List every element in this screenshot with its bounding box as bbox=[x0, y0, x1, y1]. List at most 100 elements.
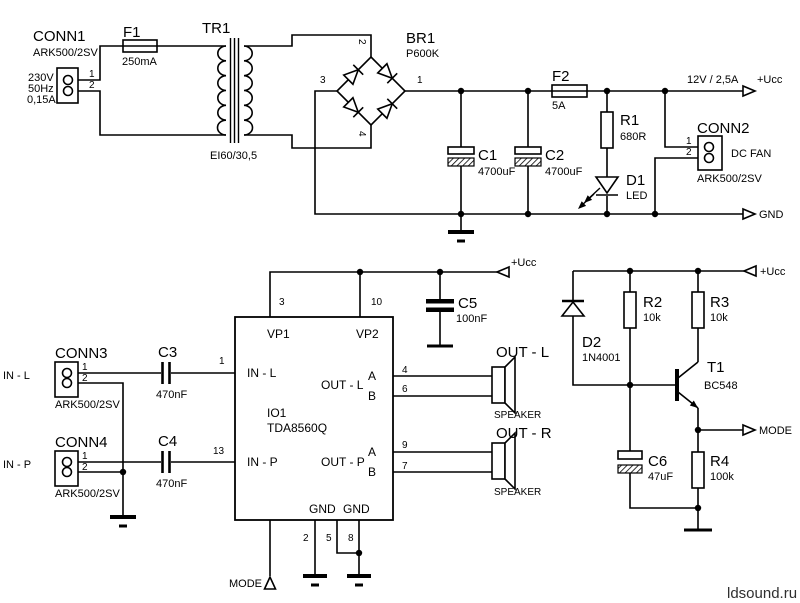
diode-icon bbox=[342, 96, 364, 118]
junction-dots bbox=[119, 87, 702, 557]
wire-conn1-pin2 bbox=[78, 90, 226, 136]
conn2-note-label: DC FAN bbox=[731, 148, 771, 160]
io1-outl-a-label: A bbox=[368, 369, 376, 383]
br1-body bbox=[335, 55, 407, 127]
io1-pin13-label: 13 bbox=[213, 446, 225, 457]
conn3-pin2-label: 2 bbox=[82, 373, 88, 384]
c4-value-label: 470nF bbox=[156, 478, 187, 490]
resistor-r2 bbox=[623, 291, 637, 329]
conn2-ref-label: CONN2 bbox=[697, 120, 750, 137]
conn3-terminal-1 bbox=[61, 367, 73, 379]
gnd-label: GND bbox=[759, 209, 784, 221]
t1-value-label: BC548 bbox=[704, 380, 738, 392]
capacitor-c6 bbox=[617, 450, 643, 474]
conn1-body bbox=[56, 67, 79, 104]
conn2-terminal-1 bbox=[703, 141, 715, 153]
conn3-ref-label: CONN3 bbox=[55, 345, 108, 362]
ground-icon bbox=[110, 515, 136, 528]
in-l-label: IN - L bbox=[3, 370, 30, 382]
io1-gnd-label: GND bbox=[343, 502, 370, 516]
diode-icon bbox=[376, 98, 398, 120]
labels: CONN1 ARK500/2SV 230V 50Hz 0,15A 1 2 F1 … bbox=[3, 20, 797, 602]
io1-part-label: TDA8560Q bbox=[267, 421, 327, 435]
c2-ref-label: C2 bbox=[545, 147, 564, 164]
tr1-core bbox=[229, 38, 240, 143]
conn3-pin1-label: 1 bbox=[82, 362, 88, 373]
io1-ref-label: IO1 bbox=[267, 406, 287, 420]
c3-value-label: 470nF bbox=[156, 389, 187, 401]
c2-plate-neg bbox=[514, 157, 542, 167]
rail-spec-label: 12V / 2,5A bbox=[687, 74, 739, 86]
br1-ref-label: BR1 bbox=[406, 30, 435, 47]
io1-inl-label: IN - L bbox=[247, 366, 277, 380]
connector-conn4 bbox=[54, 450, 79, 487]
diode-icon bbox=[342, 64, 364, 86]
fuse-f1 bbox=[122, 39, 158, 53]
resistor-r4 bbox=[691, 451, 705, 489]
transistor-t1 bbox=[675, 361, 699, 409]
ucc-label: +Ucc bbox=[757, 74, 783, 86]
ucc-label: +Ucc bbox=[760, 266, 786, 278]
mode-label: MODE bbox=[229, 578, 262, 590]
t1-collector bbox=[677, 361, 699, 379]
capacitor-c1 bbox=[447, 146, 475, 167]
wire-ic-vcc-rail bbox=[269, 271, 497, 317]
diode-icon bbox=[376, 62, 398, 84]
capacitor-c4 bbox=[161, 451, 171, 473]
f1-value-label: 250mA bbox=[122, 56, 158, 68]
c3-ref-label: C3 bbox=[158, 344, 177, 361]
r3-value-label: 10k bbox=[710, 312, 728, 324]
speaker-l-label: SPEAKER bbox=[494, 410, 541, 421]
br1-pin1-label: 1 bbox=[417, 75, 423, 86]
ucc-flag-icon bbox=[494, 265, 510, 279]
f2-value-label: 5A bbox=[552, 100, 566, 112]
r2-ref-label: R2 bbox=[643, 294, 662, 311]
speaker-r-cone bbox=[504, 431, 516, 491]
wire-mode-out bbox=[697, 408, 743, 431]
c2-plate-pos bbox=[514, 146, 542, 155]
conn4-pin1-label: 1 bbox=[82, 451, 88, 462]
r4-value-label: 100k bbox=[710, 471, 734, 483]
conn4-terminal-2 bbox=[61, 466, 73, 478]
conn2-terminal-2 bbox=[703, 152, 715, 164]
bridge-br1 bbox=[335, 55, 407, 127]
io1-gnd-label: GND bbox=[309, 502, 336, 516]
tr1-secondary-coil bbox=[243, 45, 254, 136]
wires bbox=[78, 34, 744, 576]
d1-triangle bbox=[594, 176, 620, 195]
io1-pin10-label: 10 bbox=[371, 297, 383, 308]
c6-plate-pos bbox=[617, 450, 643, 460]
c1-plate-pos bbox=[447, 146, 475, 155]
c6-plate-neg bbox=[617, 464, 643, 474]
ground-icon bbox=[303, 574, 327, 587]
speaker-l-title: OUT - L bbox=[496, 344, 549, 361]
tr1-value-label: EI60/30,5 bbox=[210, 150, 257, 162]
ucc-flag-icon bbox=[742, 84, 758, 98]
conn4-pin2-label: 2 bbox=[82, 462, 88, 473]
conn3-type-label: ARK500/2SV bbox=[55, 399, 120, 411]
br1-value-label: P600K bbox=[406, 48, 440, 60]
ground-icon bbox=[448, 230, 474, 243]
wire-c6 bbox=[629, 385, 698, 509]
speaker-l-driver bbox=[491, 366, 506, 404]
conn1-spec2-label: 50Hz bbox=[28, 83, 54, 95]
wire-secondary-top bbox=[244, 34, 372, 57]
io1-pin9-label: 9 bbox=[402, 440, 408, 451]
conn2-pin2-label: 2 bbox=[686, 147, 692, 158]
r1-ref-label: R1 bbox=[620, 112, 639, 129]
conn1-spec1-label: 230V bbox=[28, 72, 54, 84]
io1-outp-a-label: A bbox=[368, 445, 376, 459]
conn1-terminal-1 bbox=[62, 74, 74, 86]
t1-emitter-arrow bbox=[689, 400, 698, 408]
io1-pin3-label: 3 bbox=[279, 297, 285, 308]
r2-value-label: 10k bbox=[643, 312, 661, 324]
resistor-r3 bbox=[691, 291, 705, 329]
speaker-l-cone bbox=[504, 355, 516, 415]
d1-ref-label: D1 bbox=[626, 172, 645, 189]
speaker-r-driver bbox=[491, 442, 506, 480]
mode-flag-icon bbox=[742, 423, 758, 437]
c5-plate bbox=[426, 299, 454, 304]
c1-plate-neg bbox=[447, 157, 475, 167]
conn3-terminal-2 bbox=[61, 377, 73, 389]
d2-value-label: 1N4001 bbox=[582, 352, 621, 364]
